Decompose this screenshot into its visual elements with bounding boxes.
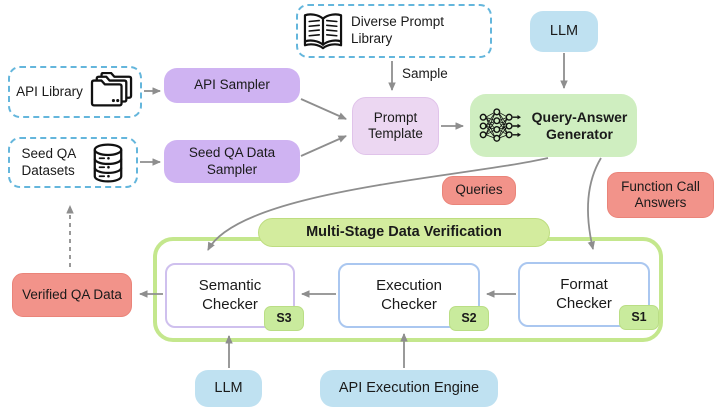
format-checker-node: Format Checker S1 bbox=[518, 262, 659, 330]
llm-bottom-node: LLM bbox=[195, 370, 262, 407]
edge-generator-answers-to-format-checker bbox=[587, 157, 602, 250]
api-library-node: API Library bbox=[8, 66, 142, 118]
stage-badge-s3: S3 bbox=[264, 306, 304, 331]
seed-qa-data-sampler-node: Seed QA Data Sampler bbox=[164, 140, 300, 183]
queries-node: Queries bbox=[442, 176, 516, 205]
verified-qa-data-node: Verified QA Data bbox=[12, 273, 132, 317]
llm-bottom-label: LLM bbox=[214, 379, 243, 396]
seed-qa-datasets-label: Seed QA Datasets bbox=[21, 145, 76, 178]
folders-icon bbox=[90, 72, 133, 107]
prompt-template-label: Prompt Template bbox=[368, 109, 423, 141]
stage-badge-s2: S2 bbox=[449, 306, 489, 331]
prompt-template-node: Prompt Template bbox=[352, 97, 439, 155]
database-icon bbox=[93, 142, 122, 183]
diverse-prompt-library-label: Diverse Prompt Library bbox=[351, 14, 445, 46]
llm-top-label: LLM bbox=[549, 22, 579, 39]
sample-edge-label: Sample bbox=[402, 66, 448, 81]
neural-network-icon bbox=[479, 107, 521, 142]
execution-checker-label: Execution Checker bbox=[376, 276, 442, 313]
edge-seed-sampler-to-prompt-template bbox=[300, 135, 347, 157]
verified-qa-data-label: Verified QA Data bbox=[22, 286, 122, 302]
api-sampler-node: API Sampler bbox=[164, 68, 300, 103]
query-answer-generator-label: Query-Answer Generator bbox=[531, 108, 628, 142]
api-library-label: API Library bbox=[16, 83, 83, 99]
semantic-checker-node: Semantic Checker S3 bbox=[165, 263, 304, 331]
api-sampler-label: API Sampler bbox=[194, 77, 270, 93]
llm-top-node: LLM bbox=[530, 11, 598, 52]
diverse-prompt-library-node: Diverse Prompt Library bbox=[296, 4, 492, 58]
semantic-checker-label: Semantic Checker bbox=[198, 276, 262, 313]
edge-api-sampler-to-prompt-template bbox=[300, 98, 347, 120]
format-checker-label: Format Checker bbox=[556, 275, 612, 312]
query-answer-generator-node: Query-Answer Generator bbox=[470, 94, 637, 157]
api-execution-engine-label: API Execution Engine bbox=[338, 379, 480, 396]
api-execution-engine-node: API Execution Engine bbox=[320, 370, 498, 407]
seed-qa-datasets-node: Seed QA Datasets bbox=[8, 137, 138, 188]
stage-badge-s1: S1 bbox=[619, 305, 659, 330]
multi-stage-verification-label: Multi-Stage Data Verification bbox=[306, 223, 502, 240]
function-call-answers-label: Function Call Answers bbox=[621, 178, 700, 210]
multi-stage-verification-header: Multi-Stage Data Verification bbox=[258, 218, 550, 247]
seed-qa-data-sampler-label: Seed QA Data Sampler bbox=[188, 145, 276, 177]
queries-label: Queries bbox=[455, 182, 503, 198]
execution-checker-node: Execution Checker S2 bbox=[338, 263, 489, 331]
function-call-answers-node: Function Call Answers bbox=[607, 172, 714, 218]
open-book-icon bbox=[303, 13, 343, 50]
